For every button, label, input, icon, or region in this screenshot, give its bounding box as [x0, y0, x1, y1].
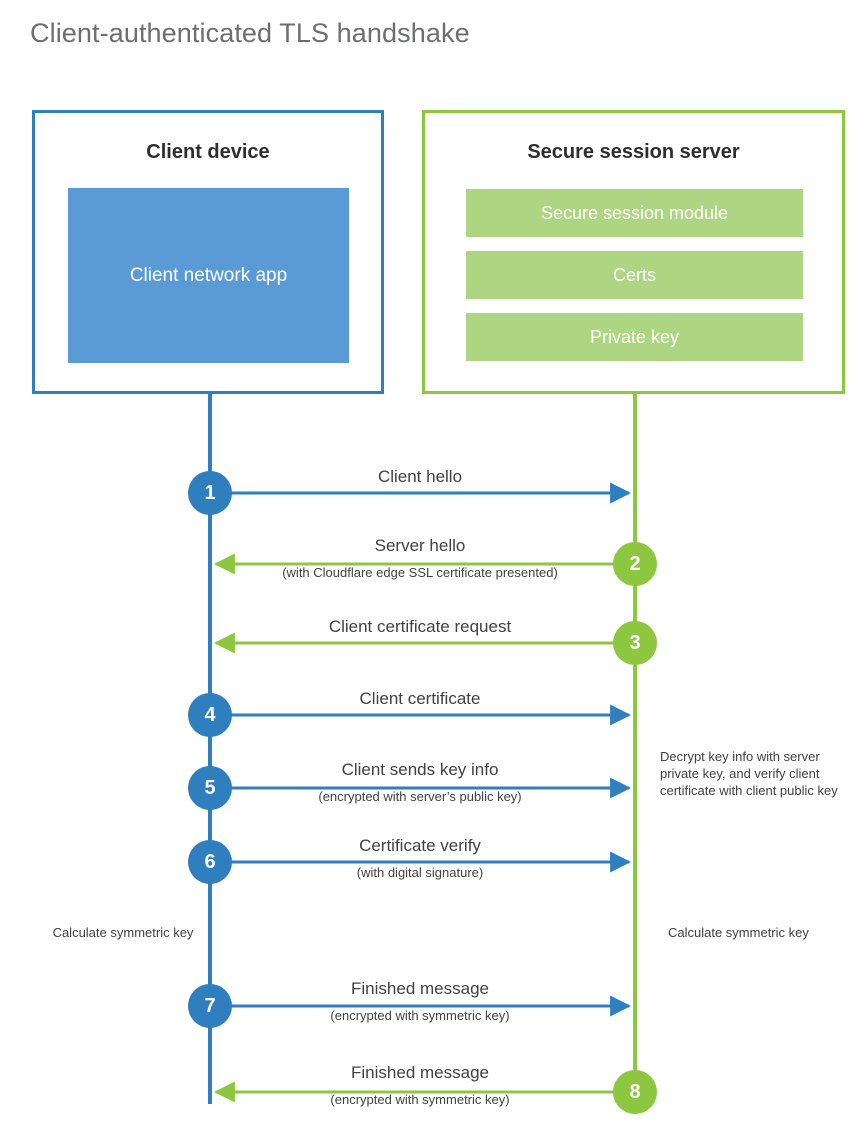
step-label-2: Server hello (with Cloudflare edge SSL c… — [210, 535, 630, 583]
note-decrypt-key-info: Decrypt key info with server private key… — [660, 749, 838, 798]
step-label-6-secondary: (with digital signature) — [356, 865, 484, 880]
secure-session-server-box: Secure session server Secure session mod… — [422, 110, 845, 394]
step-label-8: Finished message (encrypted with symmetr… — [210, 1062, 630, 1110]
step-circle-3[interactable]: 3 — [613, 621, 657, 665]
step-label-6: Certificate verify (with digital signatu… — [210, 835, 630, 883]
step-circle-2[interactable]: 2 — [613, 542, 657, 586]
step-circle-4[interactable]: 4 — [188, 693, 232, 737]
step-label-6-primary: Certificate verify — [359, 836, 481, 855]
server-block-certs: Certs — [466, 251, 803, 299]
step-label-1: Client hello — [210, 466, 630, 488]
step-label-4: Client certificate — [210, 688, 630, 710]
step-circle-1[interactable]: 1 — [188, 471, 232, 515]
page-title: Client-authenticated TLS handshake — [30, 18, 470, 48]
step-label-5-secondary: (encrypted with server’s public key) — [318, 789, 522, 804]
step-label-2-secondary: (with Cloudflare edge SSL certificate pr… — [282, 565, 558, 580]
note-server-calculate-symmetric-key: Calculate symmetric key — [668, 925, 809, 940]
step-label-8-primary: Finished message — [351, 1063, 489, 1082]
step-circle-6[interactable]: 6 — [188, 840, 232, 884]
step-circle-5[interactable]: 5 — [188, 766, 232, 810]
secure-session-server-title: Secure session server — [527, 141, 740, 163]
client-network-app-block: Client network app — [68, 188, 349, 363]
step-label-1-primary: Client hello — [377, 467, 463, 486]
server-block-private-key: Private key — [466, 313, 803, 361]
step-label-3-primary: Client certificate request — [328, 617, 512, 636]
step-label-7: Finished message (encrypted with symmetr… — [210, 978, 630, 1026]
step-label-7-secondary: (encrypted with symmetric key) — [330, 1008, 510, 1023]
step-label-5: Client sends key info (encrypted with se… — [210, 759, 630, 807]
step-label-3: Client certificate request — [210, 616, 630, 638]
client-device-title: Client device — [146, 141, 270, 163]
step-label-8-secondary: (encrypted with symmetric key) — [330, 1092, 510, 1107]
step-label-4-primary: Client certificate — [359, 689, 481, 708]
step-label-7-primary: Finished message — [351, 979, 489, 998]
client-device-box: Client device Client network app — [32, 110, 384, 394]
step-label-5-primary: Client sends key info — [341, 760, 499, 779]
step-circle-7[interactable]: 7 — [188, 984, 232, 1028]
server-block-secure-session-module: Secure session module — [466, 189, 803, 237]
step-circle-8[interactable]: 8 — [613, 1070, 657, 1114]
note-client-calculate-symmetric-key: Calculate symmetric key — [52, 925, 194, 940]
step-label-2-primary: Server hello — [374, 536, 466, 555]
